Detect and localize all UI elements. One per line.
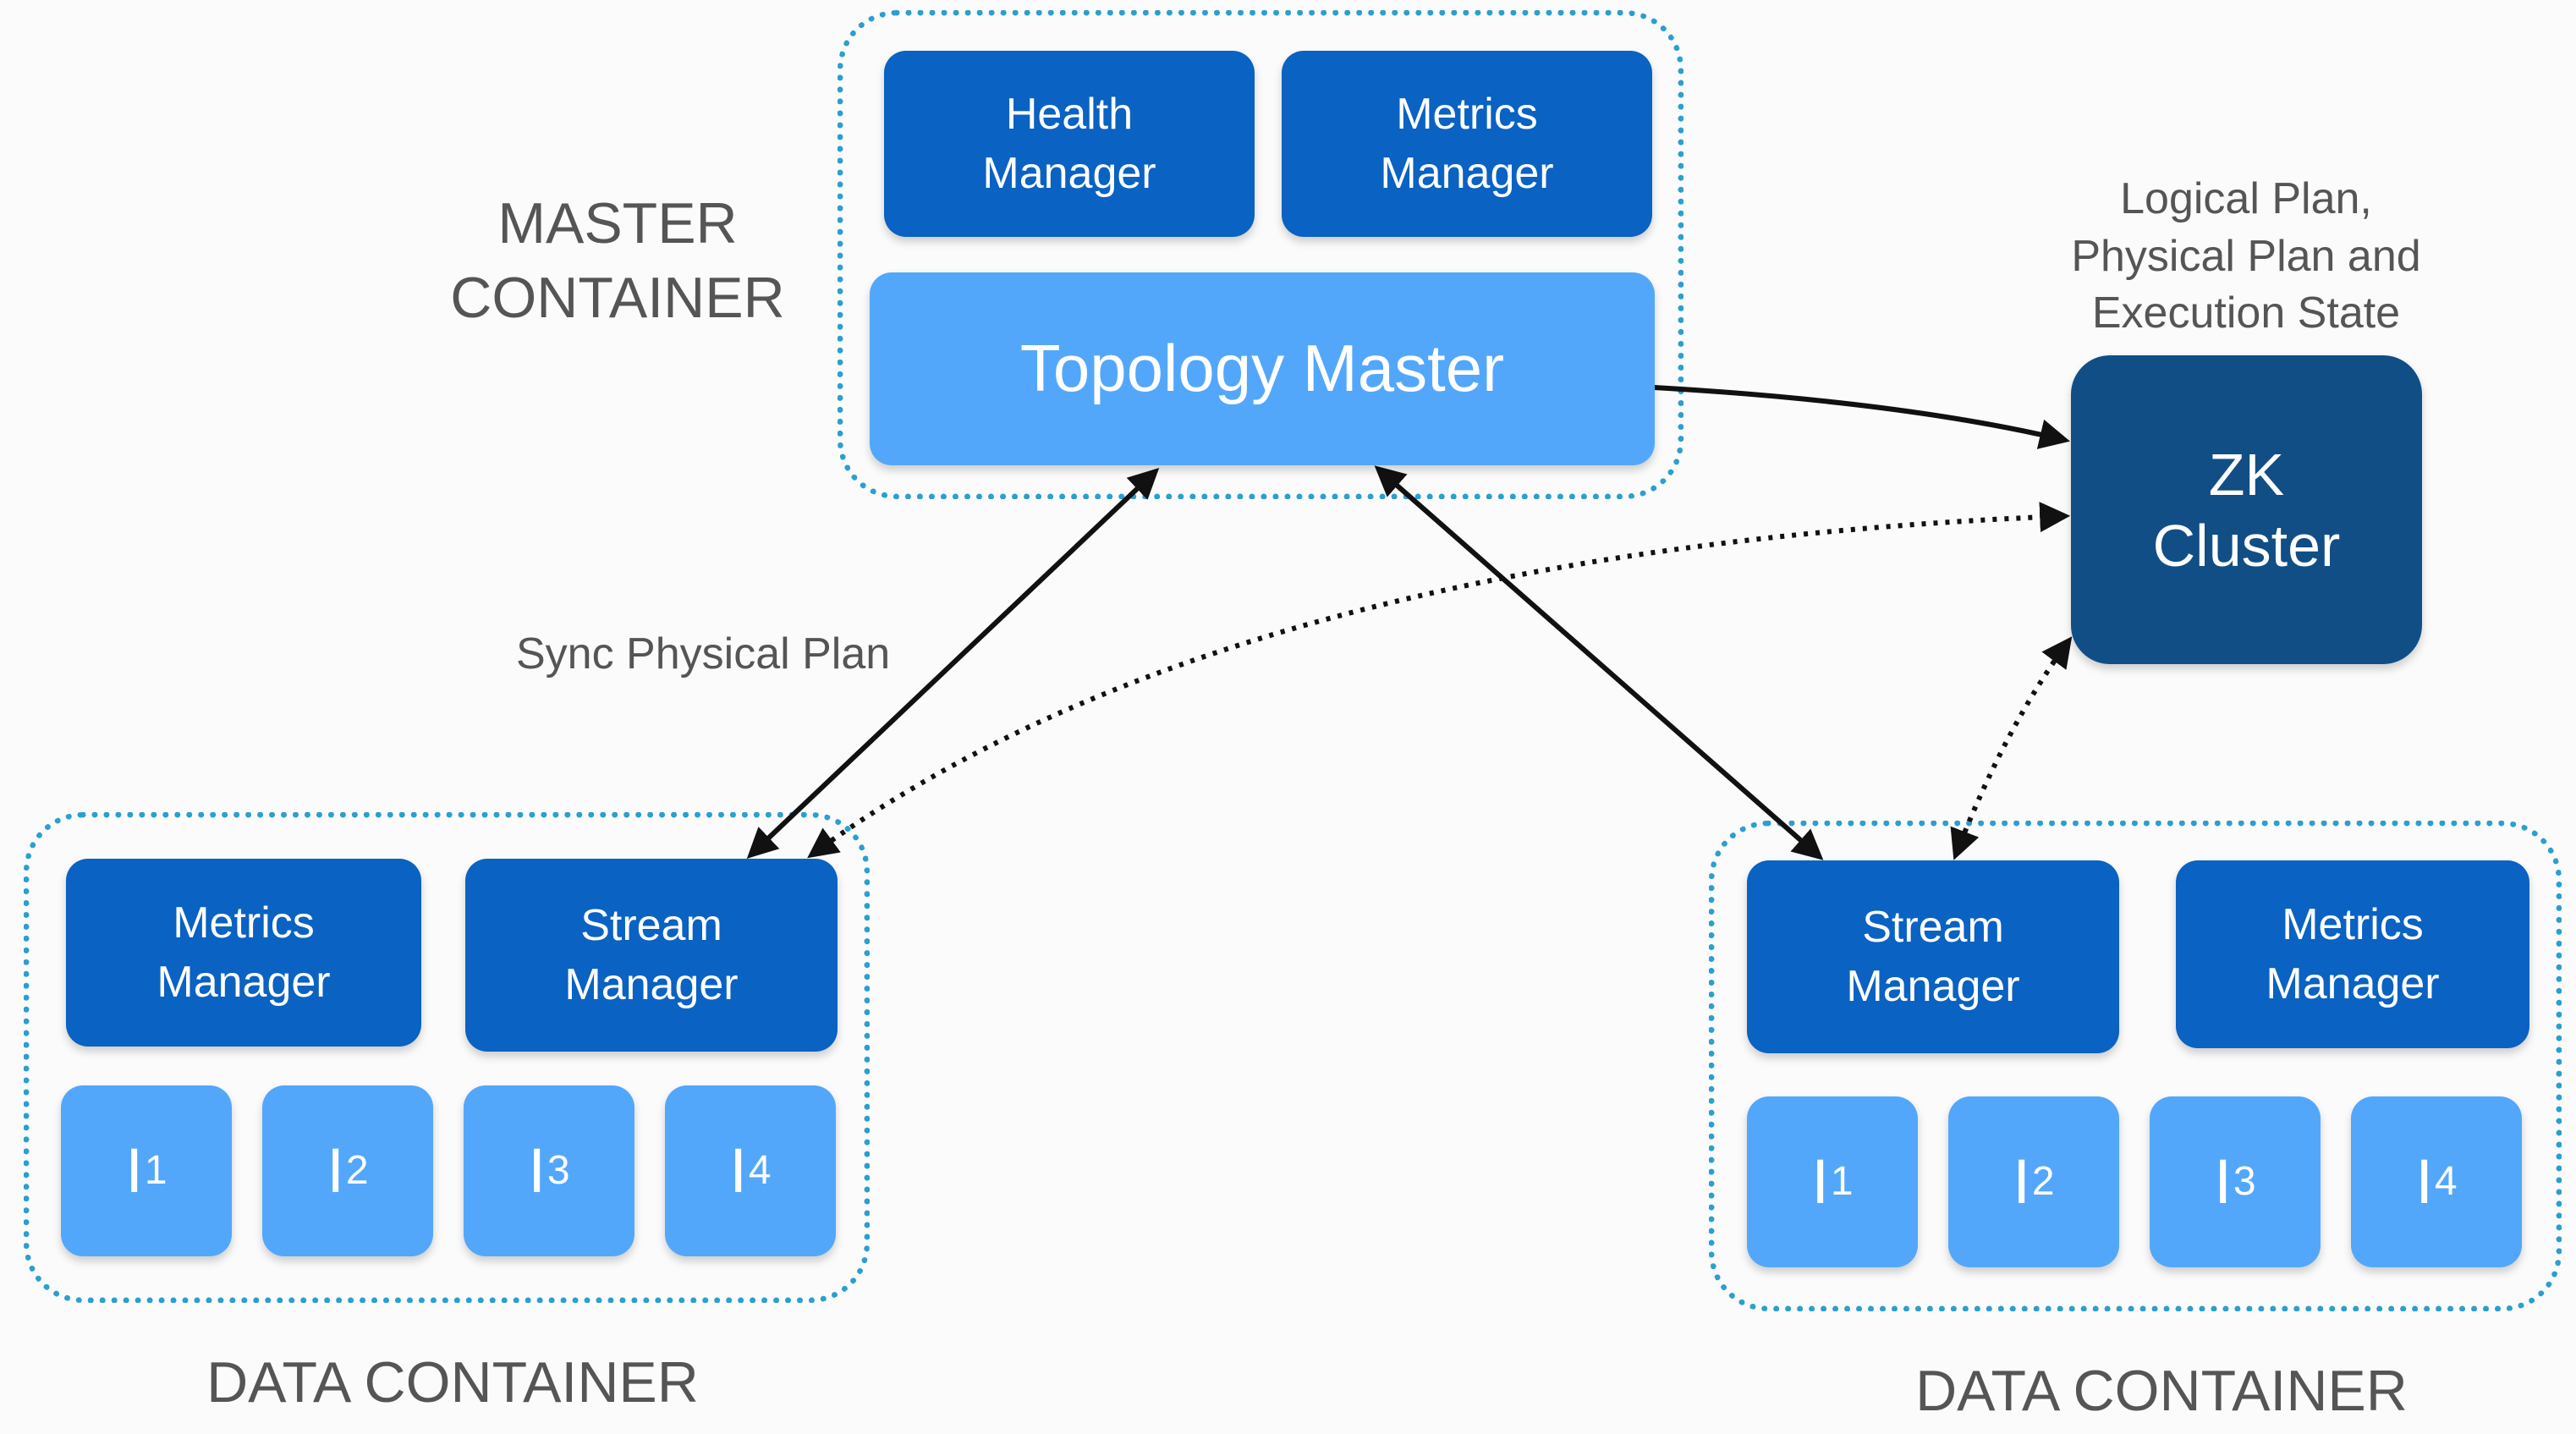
left-metrics-manager-box: Metrics Manager: [66, 859, 421, 1047]
arrow-tm-to-zk: [1653, 385, 2071, 449]
topology-master-box: Topology Master: [870, 272, 1655, 465]
left-data-container: [24, 812, 870, 1303]
left-stream-manager-box: Stream Manager: [465, 859, 838, 1052]
zk-note: Logical Plan, Physical Plan and Executio…: [2071, 174, 2421, 338]
right-stream-manager-box: Stream Manager: [1747, 860, 2119, 1053]
master-container-label: MASTER CONTAINER: [450, 191, 785, 331]
arrow-tm-right-stream: [1374, 465, 1824, 860]
right-metrics-manager-box: Metrics Manager: [2176, 860, 2529, 1048]
left-data-container-label: DATA CONTAINER: [206, 1350, 699, 1415]
sync-physical-plan-label: Sync Physical Plan: [516, 629, 891, 679]
master-container: [838, 10, 1683, 499]
right-data-container: [1709, 821, 2562, 1311]
health-manager-box: Health Manager: [884, 51, 1255, 237]
zk-cluster-box: ZK Cluster: [2071, 355, 2422, 664]
right-data-container-label: DATA CONTAINER: [1915, 1359, 2408, 1423]
arrow-left-stream-zk-dotted: [807, 502, 2071, 859]
master-metrics-manager-box: Metrics Manager: [1282, 51, 1652, 237]
